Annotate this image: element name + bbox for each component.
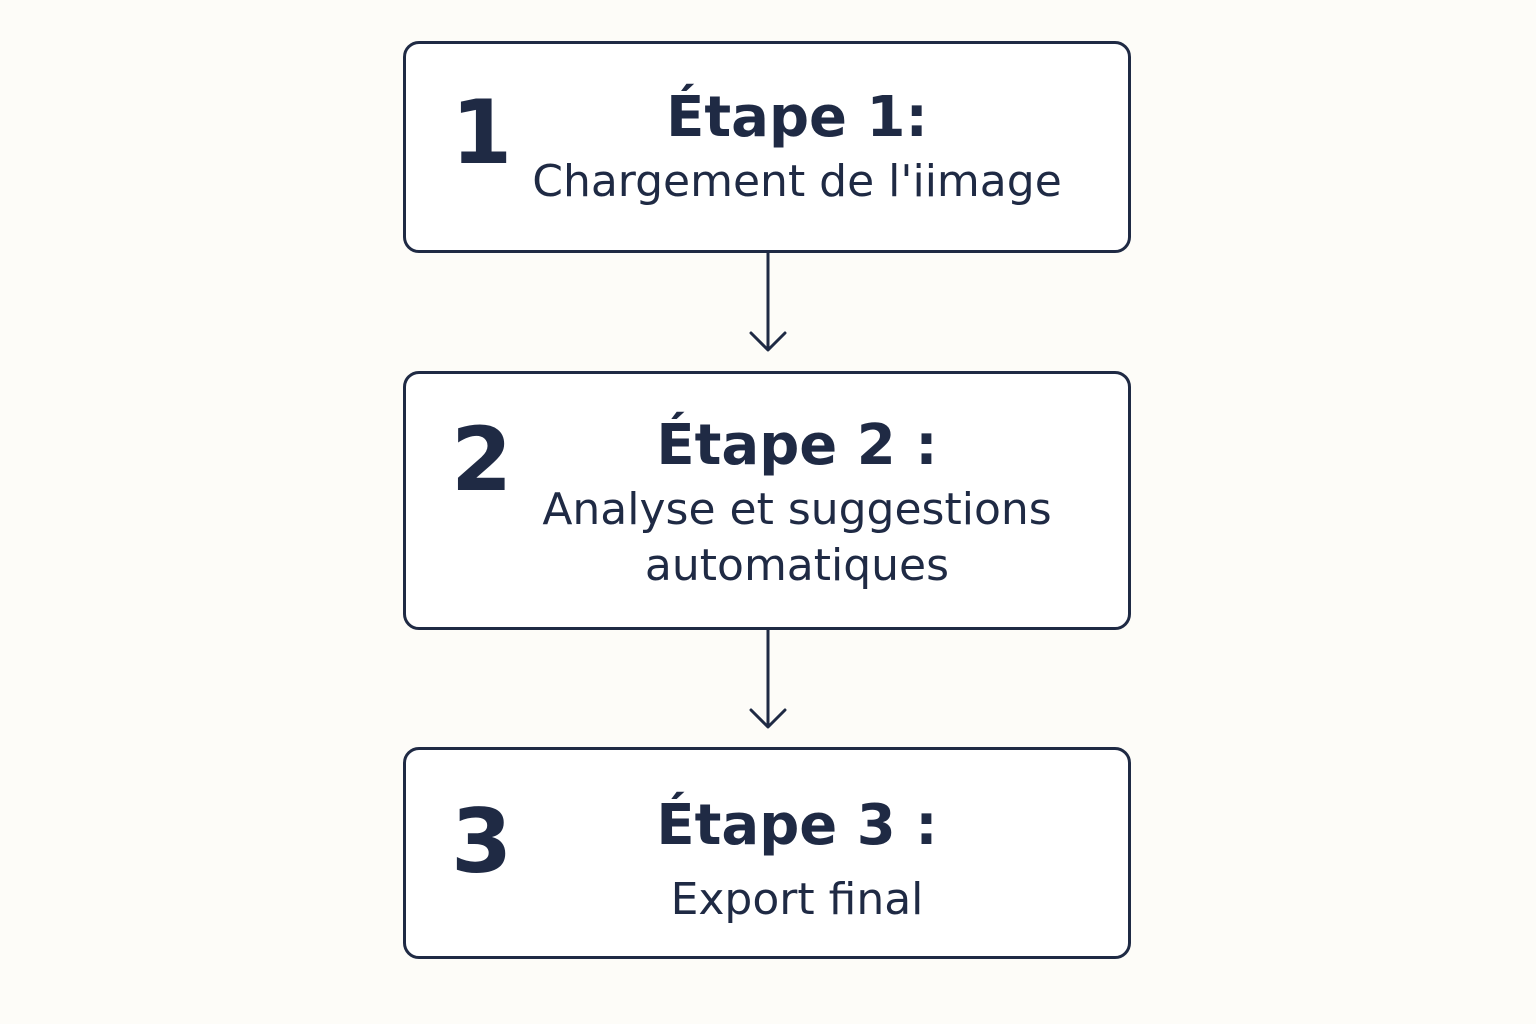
step-title-3: Étape 3 : [656, 793, 938, 858]
step-description-1: Chargement de l'iimage [532, 156, 1062, 207]
step-text-2: Étape 2 : Analyse et suggestions automat… [486, 410, 1108, 594]
step-number-1: 1 [451, 81, 513, 184]
step-box-1: 1 Étape 1: Chargement de l'iimage [403, 41, 1131, 253]
step-description-2: Analyse et suggestions automatiques [542, 484, 1052, 591]
arrow-down-icon [749, 251, 787, 352]
step-box-2: 2 Étape 2 : Analyse et suggestions autom… [403, 371, 1131, 630]
step-description-3: Export final [670, 874, 924, 925]
arrow-down-icon [749, 628, 787, 729]
step-text-3: Étape 3 : Export final [486, 790, 1108, 928]
step-title-1: Étape 1: [666, 85, 928, 150]
step-text-1: Étape 1: Chargement de l'iimage [486, 82, 1108, 210]
step-number-2: 2 [451, 408, 513, 511]
step-number-3: 3 [451, 790, 513, 893]
step-title-2: Étape 2 : [656, 413, 938, 478]
step-box-3: 3 Étape 3 : Export final [403, 747, 1131, 959]
